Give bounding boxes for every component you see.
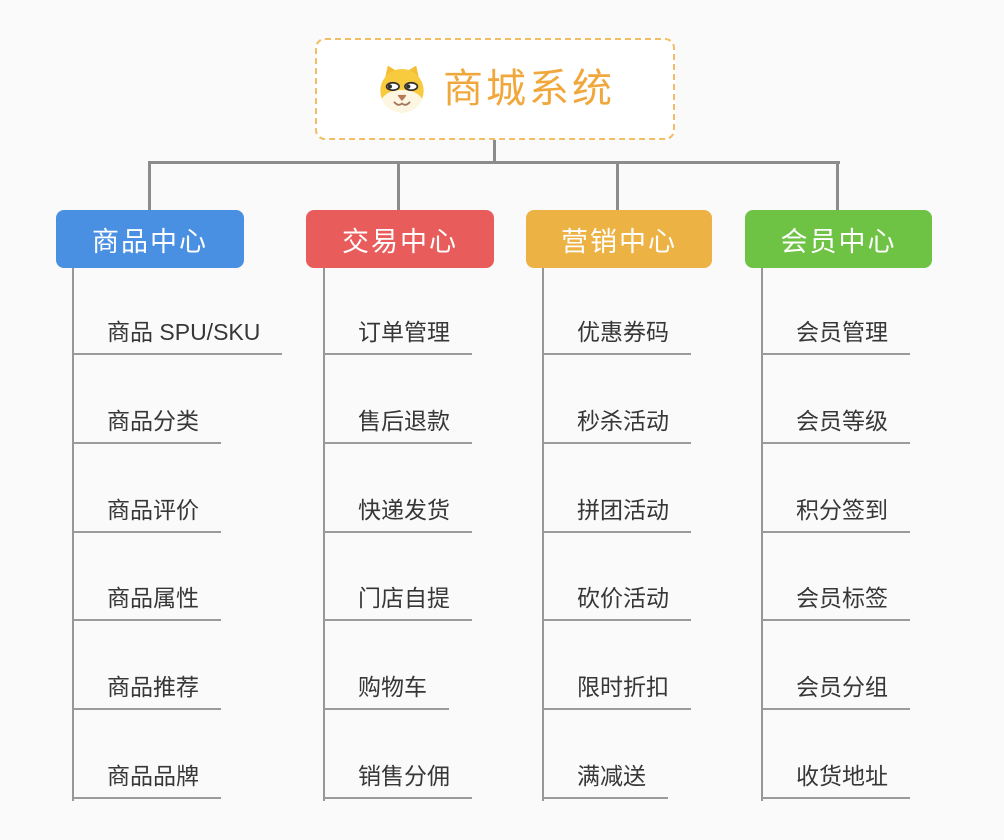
connector-column-member <box>761 268 763 801</box>
leaf-item[interactable]: 优惠券码 <box>543 313 691 355</box>
leaf-item[interactable]: 商品评价 <box>73 491 221 533</box>
branch-node-goods[interactable]: 商品中心 <box>56 210 244 268</box>
branch-title: 交易中心 <box>342 226 458 257</box>
leaf-item[interactable]: 秒杀活动 <box>543 402 691 444</box>
leaf-item[interactable]: 会员等级 <box>762 402 910 444</box>
leaf-item[interactable]: 快递发货 <box>324 491 472 533</box>
connector-column-trade <box>323 268 325 801</box>
branch-node-member[interactable]: 会员中心 <box>745 210 932 268</box>
leaf-item[interactable]: 收货地址 <box>762 757 910 799</box>
branch-node-marketing[interactable]: 营销中心 <box>526 210 712 268</box>
leaf-item[interactable]: 会员标签 <box>762 579 910 621</box>
leaf-item[interactable]: 订单管理 <box>324 313 472 355</box>
leaf-item[interactable]: 积分签到 <box>762 491 910 533</box>
branch-node-trade[interactable]: 交易中心 <box>306 210 494 268</box>
connector-root-stem <box>493 140 496 164</box>
leaf-item[interactable]: 销售分佣 <box>324 757 472 799</box>
leaf-item[interactable]: 商品品牌 <box>73 757 221 799</box>
leaf-item[interactable]: 会员分组 <box>762 668 910 710</box>
branch-title: 营销中心 <box>561 226 677 257</box>
connector-drop-marketing <box>616 161 619 210</box>
leaf-item[interactable]: 满减送 <box>543 757 668 799</box>
leaf-item[interactable]: 限时折扣 <box>543 668 691 710</box>
leaf-item[interactable]: 商品属性 <box>73 579 221 621</box>
branch-title: 商品中心 <box>92 226 208 257</box>
leaf-item[interactable]: 商品 SPU/SKU <box>73 313 283 355</box>
leaf-item[interactable]: 砍价活动 <box>543 579 691 621</box>
leaf-item[interactable]: 售后退款 <box>324 402 472 444</box>
shiba-dog-icon <box>380 65 424 113</box>
branch-title: 会员中心 <box>780 226 897 257</box>
leaf-item[interactable]: 购物车 <box>324 668 449 710</box>
leaf-item[interactable]: 会员管理 <box>762 313 910 355</box>
leaf-item[interactable]: 拼团活动 <box>543 491 691 533</box>
leaf-item[interactable]: 商品推荐 <box>73 668 221 710</box>
leaf-item[interactable]: 商品分类 <box>73 402 221 444</box>
connector-column-marketing <box>542 268 544 801</box>
leaf-item[interactable]: 门店自提 <box>324 579 472 621</box>
root-node[interactable]: 商城系统 <box>315 38 675 140</box>
connector-drop-trade <box>397 161 400 210</box>
root-title: 商城系统 <box>443 67 615 111</box>
connector-trunk <box>148 161 840 164</box>
connector-column-goods <box>72 268 74 801</box>
connector-drop-member <box>836 161 839 210</box>
connector-drop-goods <box>148 161 151 210</box>
